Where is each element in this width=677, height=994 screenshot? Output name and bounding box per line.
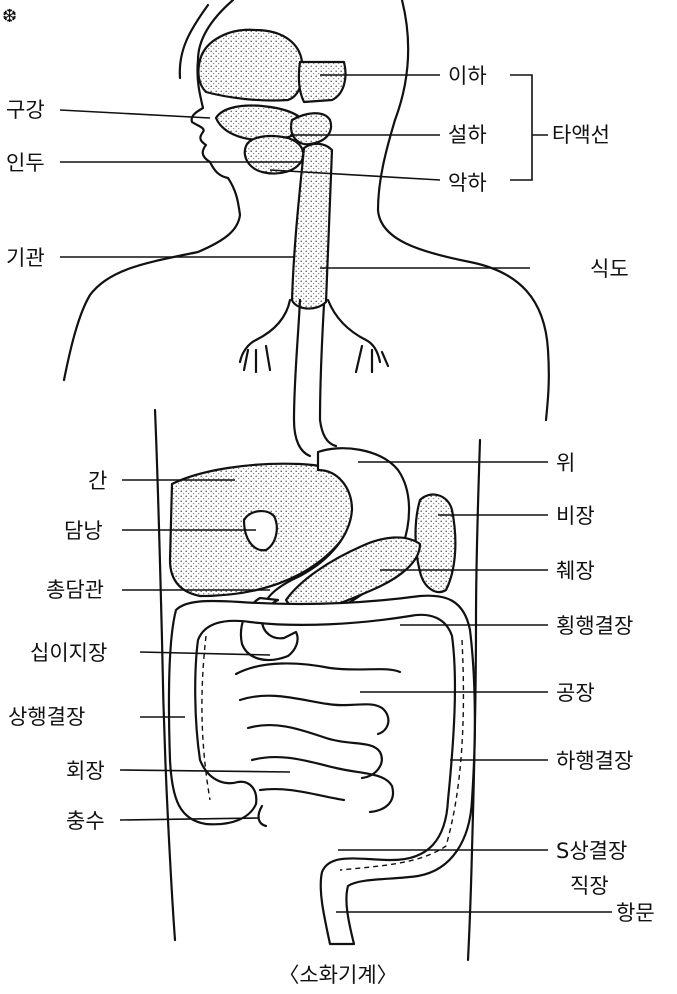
- small-intestine: [236, 663, 400, 826]
- label-transverse-colon: 횡행결장: [556, 614, 633, 638]
- label-submandibular: 악하: [448, 171, 487, 195]
- esophagus-upper: [292, 144, 332, 309]
- label-esophagus: 식도: [590, 257, 629, 281]
- sublingual-gland: [291, 113, 331, 144]
- left-labels: 구강 인두 기관 간 담낭 총담관 십이지장 상행결장 회장 충수: [6, 98, 107, 833]
- large-intestine: [169, 596, 475, 944]
- submandibular-gland: [245, 136, 303, 173]
- label-pancreas: 췌장: [556, 559, 595, 583]
- label-pharynx: 인두: [6, 151, 45, 175]
- label-salivary-glands: 타액선: [552, 123, 610, 147]
- label-oral-cavity: 구강: [6, 98, 45, 122]
- label-trachea: 기관: [6, 246, 45, 270]
- label-jejunum: 공장: [556, 681, 595, 705]
- label-common-bile-duct: 총담관: [46, 578, 104, 602]
- nasal-cavity: [198, 30, 302, 101]
- corner-mark: ❆: [2, 6, 17, 27]
- label-descending-colon: 하행결장: [556, 749, 633, 773]
- label-duodenum: 십이지장: [30, 641, 107, 665]
- label-liver: 간: [88, 469, 107, 493]
- parotid-gland: [299, 62, 346, 102]
- label-stomach: 위: [556, 451, 575, 475]
- spleen: [416, 495, 456, 592]
- label-ileum: 회장: [66, 759, 105, 783]
- label-sublingual: 설하: [448, 123, 487, 147]
- label-appendix: 충수: [66, 809, 105, 833]
- label-spleen: 비장: [556, 504, 595, 528]
- label-ascending-colon: 상행결장: [8, 705, 85, 729]
- label-parotid: 이하: [448, 64, 487, 88]
- label-sigmoid-colon: S상결장: [556, 839, 627, 863]
- diagram-caption: 〈소화기계〉: [278, 963, 397, 987]
- esophagus-trachea: [240, 144, 388, 456]
- label-gallbladder: 담낭: [64, 519, 103, 543]
- label-rectum: 직장: [570, 874, 609, 898]
- label-anus: 항문: [616, 901, 655, 925]
